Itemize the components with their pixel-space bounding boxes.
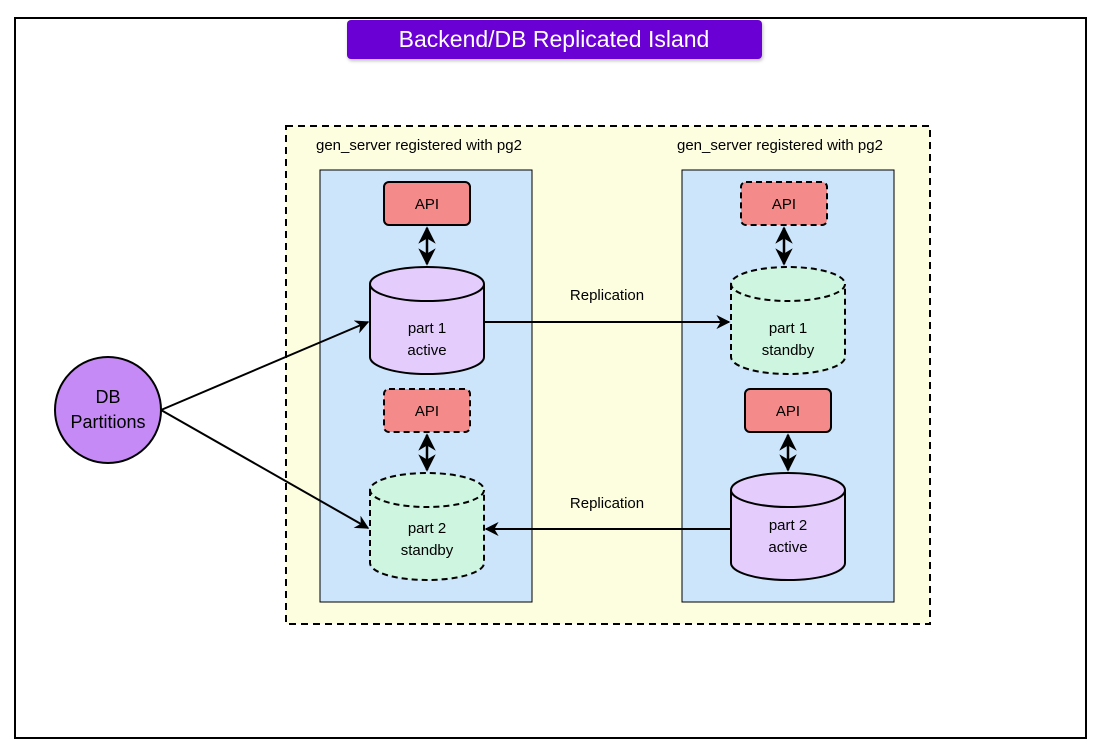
db-partitions-line1: DB (95, 387, 120, 407)
right-partition-2-line1: part 2 (769, 517, 807, 534)
right-partition-1-line2: standby (762, 342, 815, 359)
left-partition-2-line2: standby (401, 542, 454, 559)
right-bottom-api-label: API (776, 403, 800, 420)
left-partition-2-line1: part 2 (408, 520, 446, 537)
left-partition-1-line1: part 1 (408, 320, 446, 337)
right-partition-2-line2: active (768, 539, 807, 556)
left-server-label: gen_server registered with pg2 (316, 137, 522, 154)
source-to-left-partition-1-arrow (160, 320, 370, 411)
left-partition-1-cylinder: part 1 active (369, 266, 485, 375)
left-partition-2-cylinder: part 2 standby (369, 472, 485, 581)
right-top-api: API (740, 181, 828, 226)
title-banner: Backend/DB Replicated Island (347, 20, 762, 59)
left-bottom-api: API (383, 388, 471, 433)
left-top-api: API (383, 181, 471, 226)
right-partition-1-cylinder: part 1 standby (730, 266, 846, 375)
right-top-api-label: API (772, 196, 796, 213)
left-top-api-label: API (415, 196, 439, 213)
left-partition-1-line2: active (407, 342, 446, 359)
diagram-title: Backend/DB Replicated Island (399, 26, 710, 52)
db-partitions-node: DB Partitions (54, 356, 162, 464)
left-bottom-api-label: API (415, 403, 439, 420)
right-partition-1-line1: part 1 (769, 320, 807, 337)
right-bottom-api: API (744, 388, 832, 433)
right-partition-2-cylinder: part 2 active (730, 472, 846, 581)
db-partitions-line2: Partitions (70, 412, 145, 432)
replication-top-label: Replication (570, 287, 644, 304)
replication-bottom-label: Replication (570, 495, 644, 512)
right-server-label: gen_server registered with pg2 (677, 137, 883, 154)
source-to-left-partition-2-arrow (160, 409, 370, 529)
